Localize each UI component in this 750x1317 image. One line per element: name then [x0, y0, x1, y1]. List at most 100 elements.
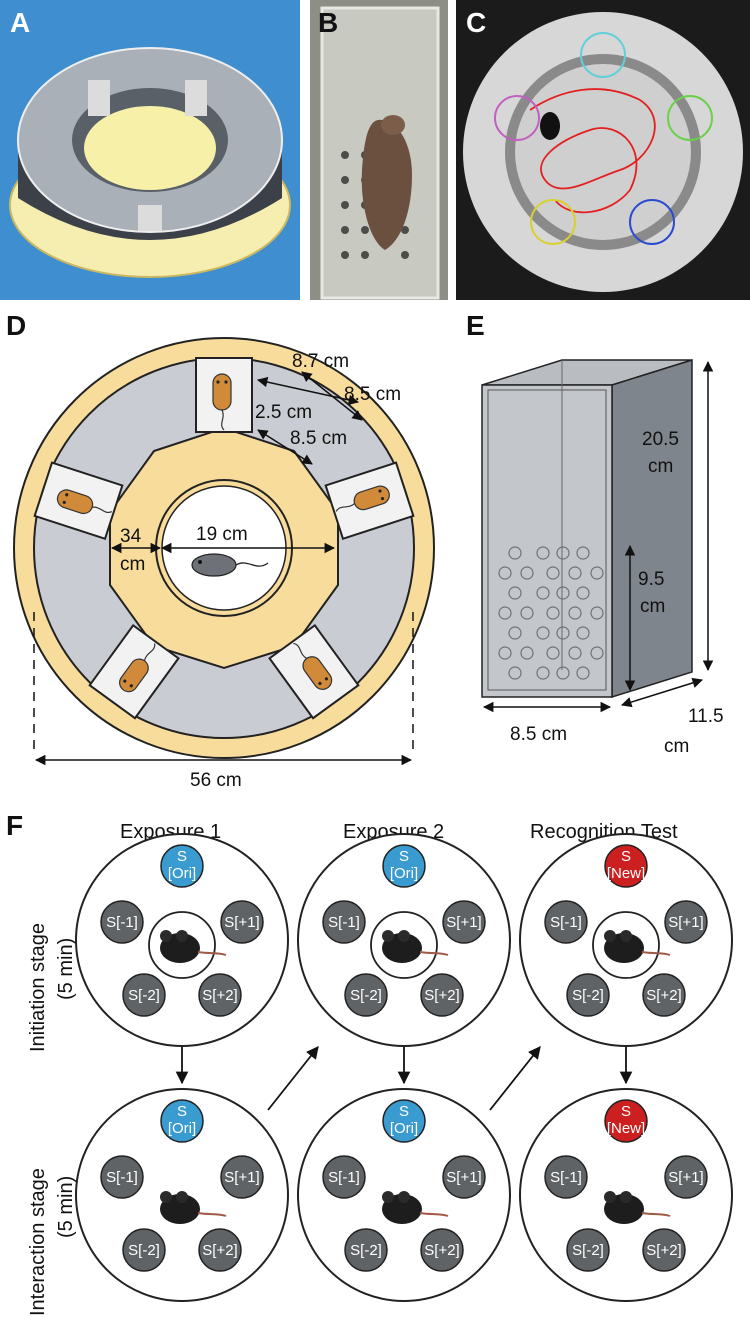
panel-d: D	[6, 310, 435, 791]
label-chamber-depth: 8.5 cm	[290, 428, 347, 449]
stimulus-chamber-bottom-right	[268, 623, 360, 720]
roi-circle-blue	[629, 199, 675, 245]
chamber-mesh	[185, 80, 207, 116]
stimulus-familiar	[322, 1155, 366, 1199]
arena-floor	[84, 106, 216, 190]
stimulus-familiar	[100, 900, 144, 944]
panel-e: E 20.5 cm 9.5 cm 8.5 cm 11.5 cm	[466, 310, 724, 757]
stimulus-familiar	[442, 900, 486, 944]
panel-label-b: B	[318, 7, 338, 38]
label-inner-2: cm	[120, 554, 145, 575]
panel-label-c: C	[466, 7, 486, 38]
arena-center-floor	[515, 64, 691, 240]
stimulus-label: S[-1]	[106, 914, 138, 931]
stimulus-chamber-top	[195, 357, 253, 433]
stimulus-label: S[-1]	[550, 1169, 582, 1186]
stimulus-familiar	[344, 973, 388, 1017]
panel-label-f: F	[6, 810, 23, 841]
stimulus-label: S	[177, 848, 187, 865]
arena-schematic: S[New] S[-1] S[+1] S[-2] S[+2]	[519, 1088, 733, 1302]
stimulus-familiar	[664, 900, 708, 944]
stimulus-label: S[-2]	[572, 1242, 604, 1259]
row-label: (5 min)	[55, 938, 77, 1000]
stimulus-label: S[+2]	[424, 1242, 459, 1259]
stimulus-familiar	[322, 900, 366, 944]
stimulus-label: S[+2]	[646, 1242, 681, 1259]
rat-photo	[361, 119, 412, 250]
stimulus-novel	[604, 1099, 648, 1143]
stimulus-label: S[-1]	[106, 1169, 138, 1186]
stimulus-label: S	[399, 1103, 409, 1120]
arrow-diagonal	[267, 1046, 319, 1111]
stimulus-label: S[+1]	[446, 914, 481, 931]
stimulus-original	[382, 844, 426, 888]
stimulus-novel	[604, 844, 648, 888]
label-chamber-side: 8.5 cm	[344, 384, 401, 405]
panel-a: A	[0, 0, 300, 300]
stimulus-familiar	[566, 1228, 610, 1272]
arena-grid: S[Ori]S[-1]S[+1]S[-2]S[+2]S[Ori]S[-1]S[+…	[75, 833, 733, 1302]
stimulus-chamber-right	[324, 461, 415, 541]
label-height-2: cm	[648, 456, 673, 477]
label-width: 8.5 cm	[510, 724, 567, 745]
label-center: 19 cm	[196, 524, 248, 545]
stimulus-familiar	[442, 1155, 486, 1199]
arena-schematic: S[Ori]S[-1]S[+1]S[-2]S[+2]	[297, 1088, 511, 1302]
stimulus-familiar	[100, 1155, 144, 1199]
stimulus-familiar	[642, 1228, 686, 1272]
stimulus-familiar	[344, 1228, 388, 1272]
stimulus-label: S	[621, 848, 631, 865]
stimulus-label: S[-1]	[328, 1169, 360, 1186]
dim-line-depth	[620, 677, 704, 708]
stimulus-label: S[-1]	[550, 914, 582, 931]
label-holes-1: 9.5	[638, 569, 664, 590]
stimulus-label: [Ori]	[168, 1120, 196, 1137]
stimulus-label: [Ori]	[390, 1120, 418, 1137]
stimulus-label: S[-2]	[128, 1242, 160, 1259]
stimulus-familiar	[642, 973, 686, 1017]
arena-schematic: S[Ori]S[-1]S[+1]S[-2]S[+2]	[297, 833, 511, 1047]
roi-circle-yellow	[530, 199, 576, 245]
stimulus-label: S[+2]	[646, 987, 681, 1004]
stimulus-familiar	[420, 1228, 464, 1272]
chamber-mesh	[138, 205, 162, 231]
box-front-frame	[487, 389, 607, 691]
stimulus-familiar	[198, 1228, 242, 1272]
stimulus-label: [New]	[607, 1120, 645, 1137]
panel-c: C	[456, 0, 750, 300]
label-total: 56 cm	[190, 770, 242, 791]
stimulus-original	[160, 1099, 204, 1143]
label-holes-2: cm	[640, 596, 665, 617]
stimulus-label: S[+1]	[668, 914, 703, 931]
roi-circle-purple	[494, 95, 540, 141]
stimulus-original	[382, 1099, 426, 1143]
label-depth-1: 11.5	[688, 706, 724, 727]
stimulus-label: S	[177, 1103, 187, 1120]
trajectory-path	[529, 88, 656, 214]
box-holes	[498, 546, 604, 680]
stimulus-familiar	[566, 973, 610, 1017]
arena-schematic: S[Ori]S[-1]S[+1]S[-2]S[+2]	[75, 833, 289, 1047]
arena-schematic: S[New]S[-1]S[+1]S[-2]S[+2]	[519, 833, 733, 1047]
box-right-face	[611, 358, 693, 699]
stimulus-label: S	[621, 1103, 631, 1120]
stimulus-label: [Ori]	[390, 865, 418, 882]
roi-circle-cyan	[580, 32, 626, 78]
stimulus-label: S[+1]	[668, 1169, 703, 1186]
stimulus-familiar	[122, 1228, 166, 1272]
stimulus-label: S[+1]	[446, 1169, 481, 1186]
stimulus-label: S[+2]	[202, 987, 237, 1004]
stimulus-familiar	[544, 1155, 588, 1199]
label-height-1: 20.5	[642, 429, 679, 450]
stimulus-label: S	[399, 848, 409, 865]
panel-label-e: E	[466, 310, 485, 341]
row-label: Interaction stage	[27, 1168, 49, 1316]
stimulus-label: S[+2]	[424, 987, 459, 1004]
stimulus-label: S[-2]	[350, 987, 382, 1004]
panel-label-a: A	[10, 7, 30, 38]
roi-circle-green	[667, 95, 713, 141]
label-chamber-outer: 8.7 cm	[292, 351, 349, 372]
stimulus-original	[160, 844, 204, 888]
label-inner-1: 34	[120, 526, 142, 547]
stimulus-label: [New]	[607, 865, 645, 882]
